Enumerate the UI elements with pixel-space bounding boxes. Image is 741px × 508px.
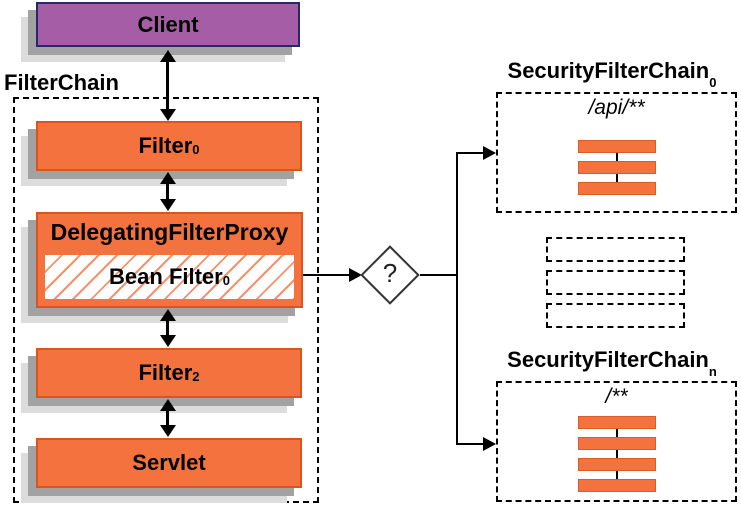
security-filter-chain-n-subscript: n bbox=[708, 364, 717, 380]
filter-bar bbox=[578, 161, 656, 174]
placeholder-box bbox=[546, 270, 685, 295]
security-filter-chain0-box: /api/** bbox=[496, 92, 737, 213]
security-filter-chain0-subscript: 0 bbox=[709, 75, 717, 91]
split-vertical-line bbox=[456, 152, 458, 444]
bean-filter-to-decision-arrowhead-icon bbox=[349, 268, 362, 282]
placeholder-chain-stack bbox=[546, 237, 685, 336]
filter-bar bbox=[578, 416, 656, 429]
branch-top-arrowhead-icon bbox=[483, 146, 496, 160]
security-filter-chain-n-title: SecurityFilterChainn bbox=[488, 347, 736, 378]
chain0-filter-bar-stack bbox=[578, 140, 656, 195]
security-filter-chain0-title: SecurityFilterChain0 bbox=[488, 58, 736, 89]
client-label: Client bbox=[137, 11, 199, 37]
filterchain-label: FilterChain bbox=[4, 70, 119, 95]
dfp-filter2-arrow-icon bbox=[160, 309, 176, 347]
filter-bar bbox=[578, 458, 656, 471]
filter0-label: Filter bbox=[138, 133, 193, 158]
placeholder-box bbox=[546, 237, 685, 262]
bean-filter-label: Bean Filter bbox=[109, 264, 223, 289]
filter-bar bbox=[578, 140, 656, 153]
filter0-dfp-arrow-icon bbox=[160, 172, 176, 211]
chain0-url-pattern: /api/** bbox=[588, 96, 645, 119]
branch-top-line bbox=[456, 152, 486, 154]
chain-n-url-pattern: /** bbox=[605, 385, 628, 408]
placeholder-box bbox=[546, 303, 685, 328]
security-filter-chain-n-box: /** bbox=[496, 381, 737, 502]
bean-filter-to-decision-line bbox=[303, 274, 353, 276]
filter-bar bbox=[578, 479, 656, 492]
filter2-servlet-arrow-icon bbox=[160, 399, 176, 437]
client-filter0-arrow-icon bbox=[160, 50, 176, 121]
servlet-label: Servlet bbox=[132, 450, 206, 475]
client-box: Client bbox=[36, 2, 300, 47]
security-filter-chain0-title-text: SecurityFilterChain bbox=[507, 58, 710, 83]
filter2-label: Filter bbox=[138, 360, 193, 385]
security-filter-chain-n-title-text: SecurityFilterChain bbox=[507, 347, 709, 372]
chain-n-filter-bar-stack bbox=[578, 416, 656, 492]
servlet-box: Servlet bbox=[36, 438, 302, 488]
branch-bottom-arrowhead-icon bbox=[483, 437, 496, 451]
filter-bar bbox=[578, 437, 656, 450]
branch-bottom-line bbox=[456, 443, 486, 445]
delegating-filter-proxy-label: DelegatingFilterProxy bbox=[50, 218, 289, 245]
filter-bar bbox=[578, 182, 656, 195]
decision-to-split-line bbox=[420, 274, 457, 276]
decision-label: ? bbox=[382, 257, 398, 288]
